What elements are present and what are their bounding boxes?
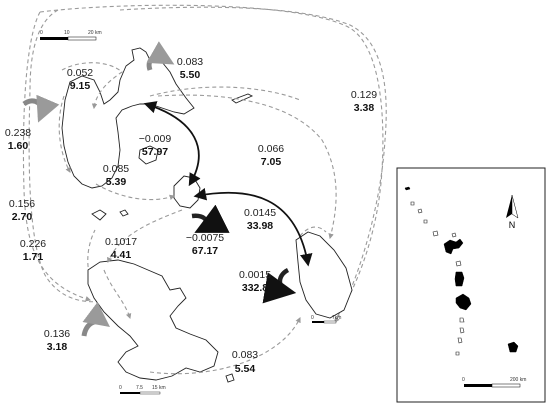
scale-inset-end: 200 km [510,377,526,383]
scale-bar-barbados: 0 7km [311,315,341,324]
outer-left-arc [22,11,92,302]
inset-island-guadeloupe [443,238,464,255]
flow-value: 1.60 [8,140,29,152]
inset-island [410,201,415,206]
flow-rate: 0.083 [177,56,203,68]
flow-rate: 0.129 [351,89,377,101]
outer-top-arc [39,4,384,323]
path-guadeloupe-loop-west [61,62,123,110]
inset-island [417,208,423,214]
inset-island [432,230,439,237]
island-barbados [295,231,353,319]
flow-rate: −0.009 [139,133,172,145]
island-dominica [173,175,201,209]
flow-rate: 0.0015 [239,269,271,281]
north-arrow-icon: N [506,194,519,230]
inset-island [455,351,460,356]
flow-rate: 0.0145 [244,207,276,219]
flow-value: 5.50 [180,69,201,81]
self-loop-guadeloupe-east [146,41,175,71]
inset-island [455,260,462,267]
flow-value: 67.17 [192,245,218,257]
island-les-saintes [91,209,107,221]
arrow-dominica-barbados [193,187,313,267]
island-martinique [87,259,219,381]
inset-island-barbados [507,341,519,353]
flow-rate: 0.156 [9,198,35,210]
flow-value: 57.97 [142,146,168,158]
inset-island [451,232,457,238]
flow-value: 33.98 [247,220,273,232]
scale-top-end: 20 km [88,30,102,36]
path-martinique-loop [103,269,132,320]
scale-top-zero: 0 [40,30,43,36]
path-guadeloupe-to-dominica-dashed [95,183,176,201]
flow-value: 3.38 [354,102,375,114]
north-label: N [509,220,516,230]
flow-rate: 0.238 [5,127,31,139]
flow-rate: −0.0075 [186,232,224,244]
self-loop-dominica [191,204,230,233]
island-martinique-islet [225,373,235,383]
flow-value: 332.8 [242,282,268,294]
self-loop-martinique [81,302,111,337]
scale-bar-top: 0 10 20 km [40,30,102,41]
flow-rate: 0.085 [103,163,129,175]
flow-rate: 0.083 [232,349,258,361]
inset-island [457,337,463,344]
scale-barbados-end: 7km [332,315,341,321]
inset-island [459,327,465,334]
flow-value: 2.70 [12,211,33,223]
self-loop-left [22,94,60,123]
path-guadeloupe-east-to-barbados [157,94,337,240]
path-dominica-to-martinique [107,209,183,264]
path-martinique-to-barbados [149,317,301,375]
inset-island [404,186,411,191]
inset-island [459,317,465,323]
flow-value: 3.18 [47,341,68,353]
flow-rate: 0.066 [258,143,284,155]
scale-top-mid: 10 [64,30,70,36]
island-les-saintes-2 [119,209,129,217]
outer-dashed-loop [28,6,387,321]
flow-rate: 0.226 [20,238,46,250]
inset-island-martinique [455,293,472,311]
flow-value: 5.39 [106,176,127,188]
scale-martinique-mid: 7.5 [136,385,143,391]
flow-labels: 0.052 9.15 0.083 5.50 0.129 3.38 0.238 1… [5,56,377,375]
inset-island [423,219,428,224]
flow-rate: 0.052 [67,67,93,79]
island-la-desirade [231,93,254,104]
path-guadeloupe-inner-left [58,95,71,173]
path-top-east [149,86,301,101]
scale-inset-zero: 0 [462,377,465,383]
scale-barbados-zero: 0 [311,315,314,321]
inset-map: N 0 200 km [396,167,546,403]
scale-bar-martinique: 0 7.5 15 km [119,385,166,395]
arrow-guadeloupe-dominica [143,101,201,187]
scale-martinique-end: 15 km [152,385,166,391]
flow-value: 5.54 [235,363,256,375]
flow-rate: 0.136 [44,328,70,340]
flow-rate: 0.1017 [105,236,137,248]
flow-value: 1.71 [23,251,44,263]
self-loop-barbados [262,267,297,304]
scale-martinique-zero: 0 [119,385,122,391]
flow-value: 7.05 [261,156,282,168]
flow-value: 9.15 [70,80,91,92]
flow-value: 4.41 [111,249,132,261]
inset-island-dominica [454,271,465,287]
